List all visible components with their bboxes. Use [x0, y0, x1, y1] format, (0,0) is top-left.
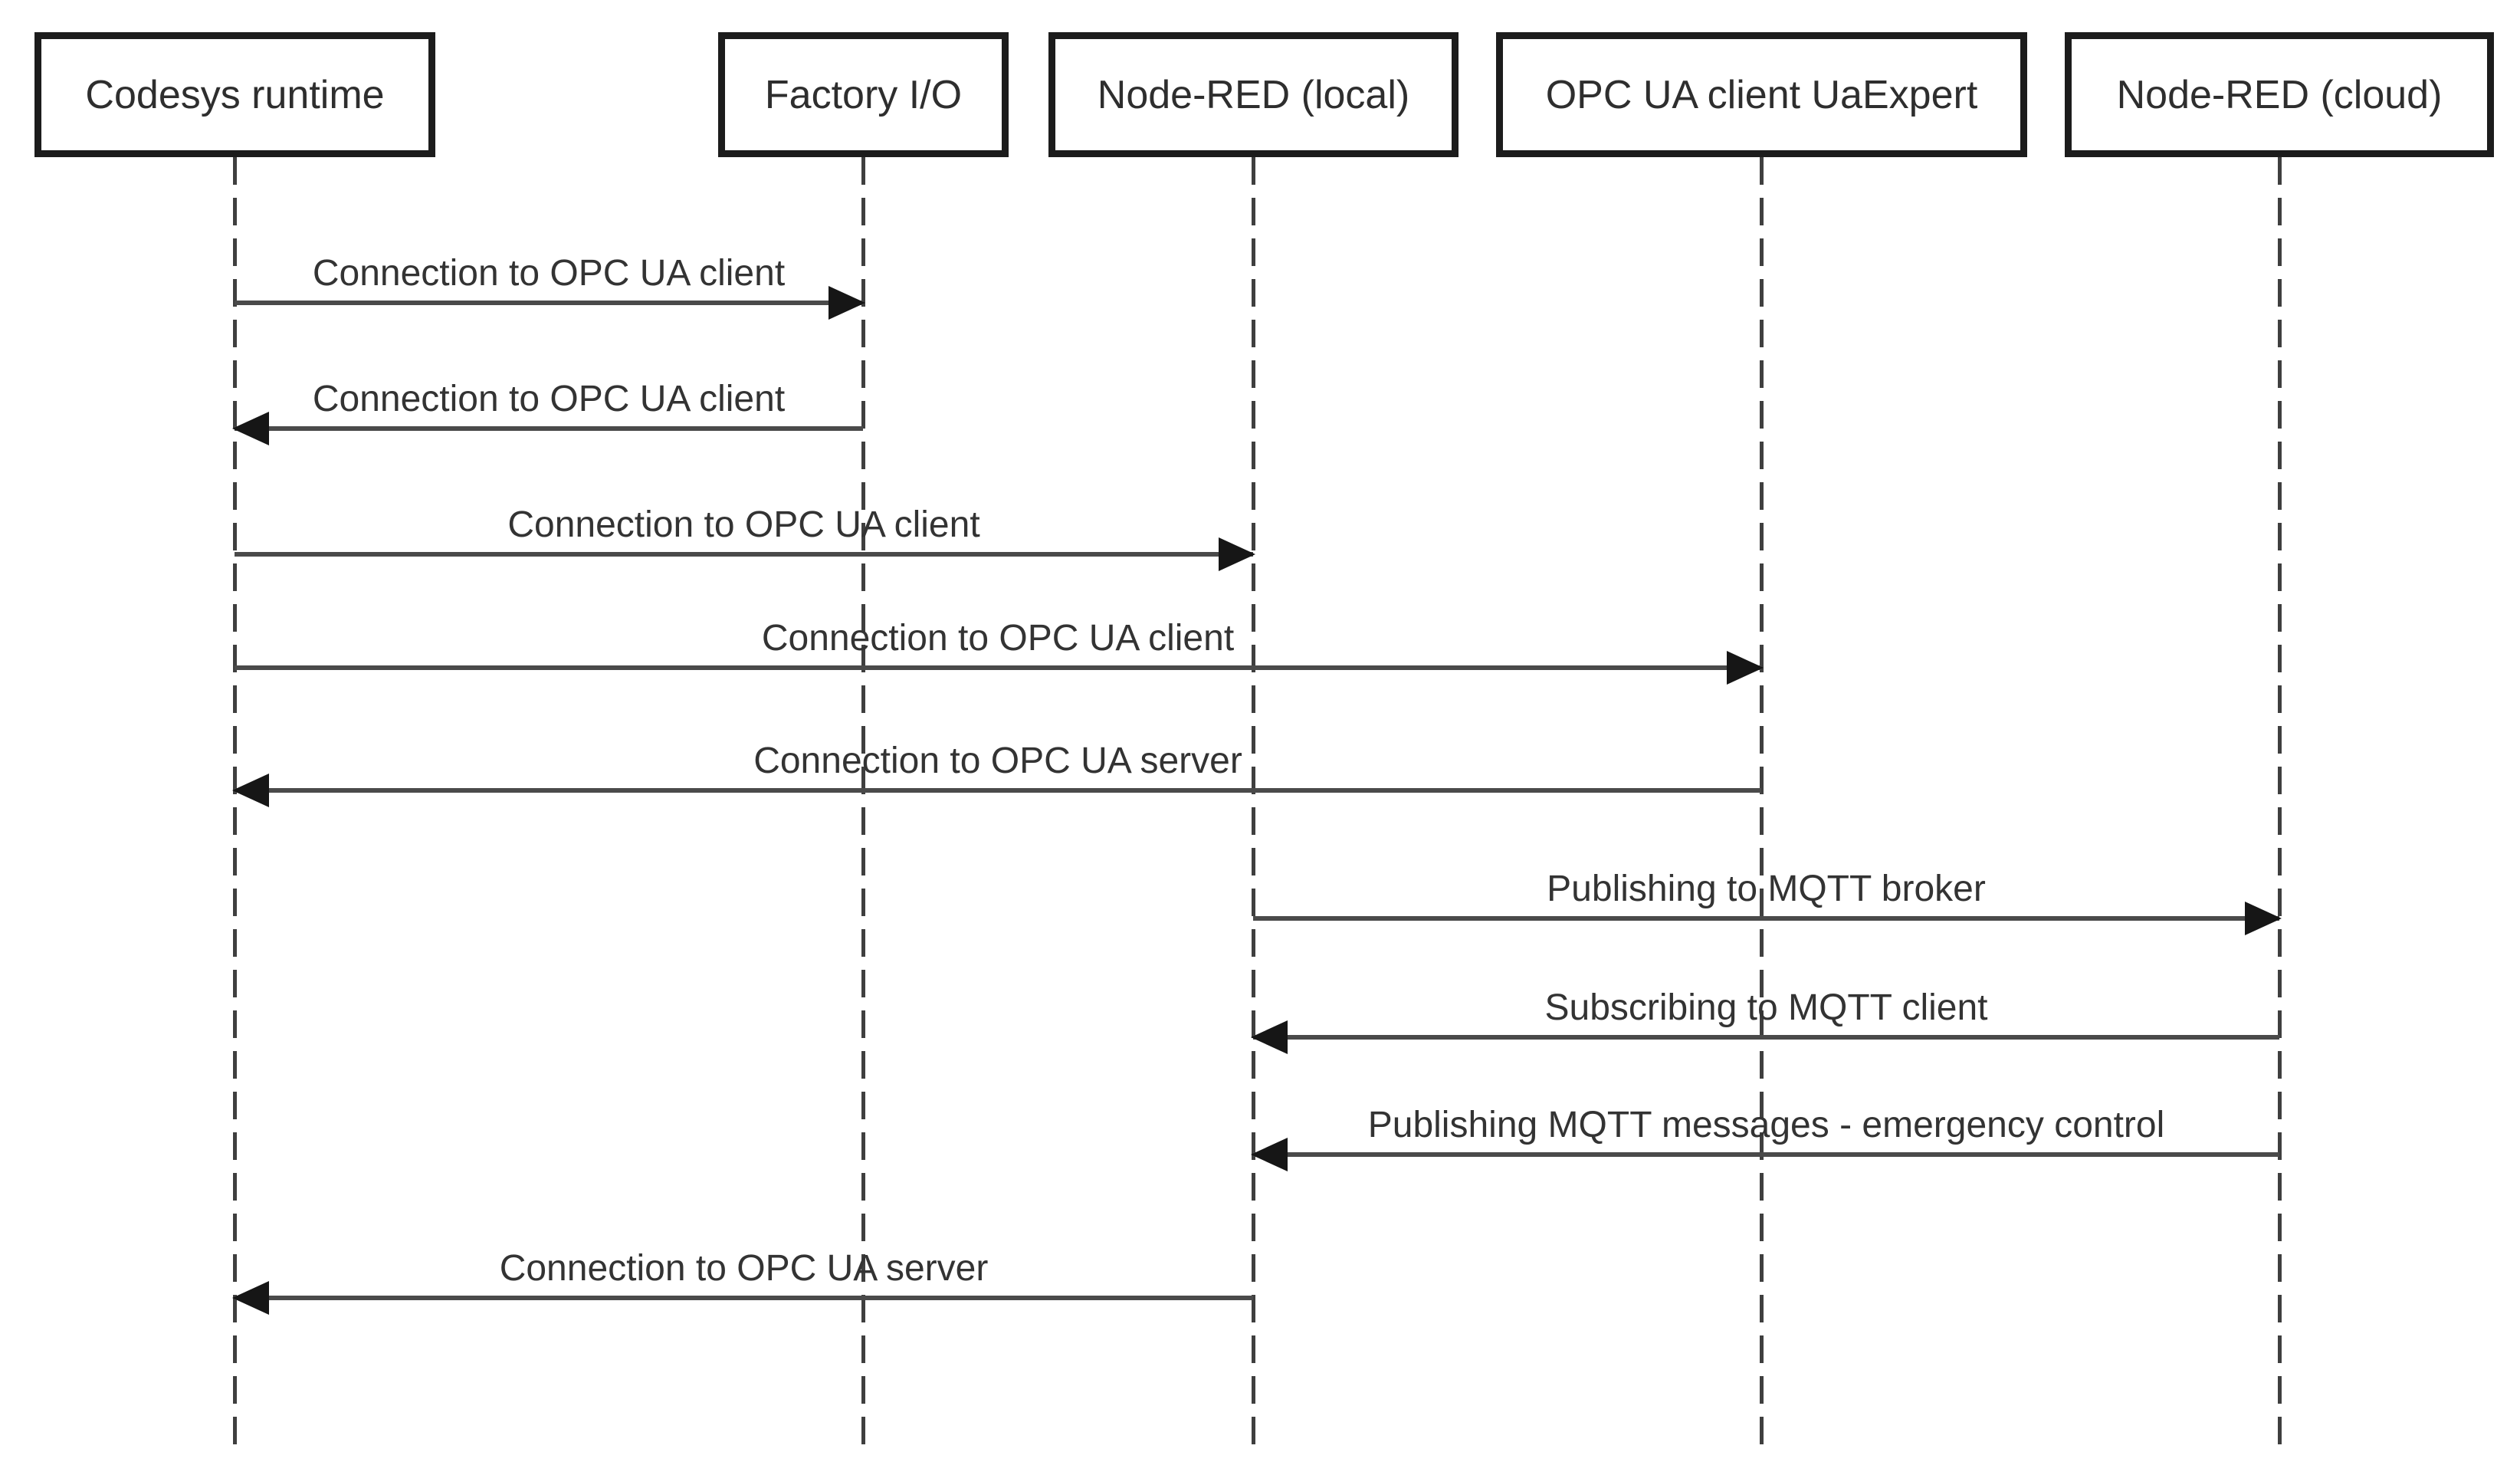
message-subscribing-to-mqtt-client: Subscribing to MQTT client: [1251, 986, 2279, 1054]
lifeline-factory-io: [861, 157, 865, 1453]
arrowhead-right-icon: [1727, 651, 1764, 685]
actor-label: Node-RED (cloud): [2116, 72, 2443, 117]
actor-label: Codesys runtime: [85, 72, 385, 117]
message-line: [235, 286, 865, 320]
arrowhead-right-icon: [829, 286, 865, 320]
message-connection-opc-ua-client-1: Connection to OPC UA client: [235, 251, 865, 320]
message-publishing-to-mqtt-broker: Publishing to MQTT broker: [1253, 867, 2282, 935]
message-label: Connection to OPC UA server: [753, 741, 1242, 781]
message-label: Connection to OPC UA client: [312, 253, 786, 294]
message-line: [232, 1281, 1253, 1315]
message-line: [235, 537, 1255, 571]
message-label: Subscribing to MQTT client: [1544, 987, 1988, 1028]
message-label: Connection to OPC UA client: [312, 379, 786, 419]
arrowhead-left-icon: [232, 412, 269, 445]
message-label: Publishing MQTT messages - emergency con…: [1367, 1105, 2165, 1145]
message-publishing-mqtt-messages-emergency-control: Publishing MQTT messages - emergency con…: [1251, 1103, 2279, 1171]
arrowhead-left-icon: [232, 774, 269, 807]
message-connection-opc-ua-server-2: Connection to OPC UA server: [232, 1247, 1253, 1315]
arrowhead-right-icon: [2245, 902, 2282, 935]
actor-label: Factory I/O: [764, 72, 963, 117]
message-line: [232, 412, 863, 445]
lifeline-node-red-local: [1252, 157, 1255, 1453]
message-label: Connection to OPC UA client: [761, 618, 1235, 659]
message-label: Connection to OPC UA server: [499, 1248, 989, 1289]
message-connection-opc-ua-client-4: Connection to OPC UA client: [235, 616, 1764, 685]
actor-box-codesys-runtime: Codesys runtime: [34, 32, 435, 157]
message-connection-opc-ua-client-2: Connection to OPC UA client: [232, 377, 863, 445]
message-connection-opc-ua-client-3: Connection to OPC UA client: [235, 503, 1255, 571]
arrowhead-left-icon: [1251, 1020, 1288, 1054]
actor-label: Node-RED (local): [1097, 72, 1410, 117]
message-line: [1251, 1020, 2279, 1054]
message-label: Publishing to MQTT broker: [1547, 869, 1986, 909]
message-line: [1251, 1138, 2279, 1171]
lifeline-opc-ua-client-uaexpert: [1760, 157, 1764, 1453]
lifeline-node-red-cloud: [2278, 157, 2282, 1453]
actor-box-node-red-cloud: Node-RED (cloud): [2065, 32, 2494, 157]
message-connection-opc-ua-server-1: Connection to OPC UA server: [232, 739, 1761, 807]
actor-label: OPC UA client UaExpert: [1545, 72, 1978, 117]
actor-box-factory-io: Factory I/O: [718, 32, 1009, 157]
message-line: [232, 774, 1761, 807]
actor-box-opc-ua-client-uaexpert: OPC UA client UaExpert: [1496, 32, 2027, 157]
message-line: [235, 651, 1764, 685]
arrowhead-left-icon: [232, 1281, 269, 1315]
message-line: [1253, 902, 2282, 935]
arrowhead-right-icon: [1219, 537, 1255, 571]
message-label: Connection to OPC UA client: [507, 504, 980, 545]
arrowhead-left-icon: [1251, 1138, 1288, 1171]
actor-box-node-red-local: Node-RED (local): [1048, 32, 1459, 157]
